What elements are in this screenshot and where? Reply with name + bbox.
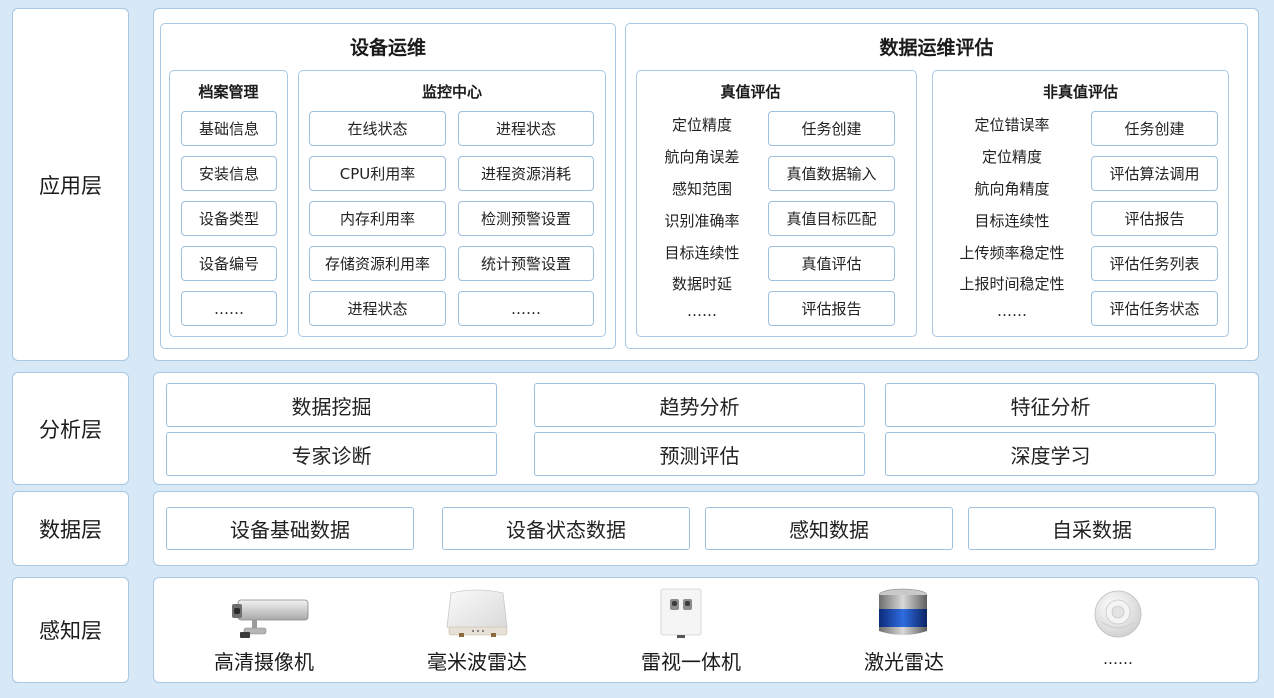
nontruth-action-task-status[interactable]: 评估任务状态 [1091,291,1218,326]
layer-label-panel-data [12,491,129,566]
truth-metric-6: 数据时延 [671,275,732,293]
truth-metric-5: 目标连续性 [664,244,740,262]
data-device-status[interactable]: 设备状态数据 [442,507,690,550]
analysis-trend[interactable]: 趋势分析 [534,383,865,427]
truth-metric-3: 感知范围 [671,180,732,198]
layer-label-perception: 感知层 [39,619,102,643]
layer-label-data: 数据层 [39,517,102,542]
device-label-camera: 高清摄像机 [214,650,314,674]
nontruth-metric-more: …… [997,302,1027,320]
data-self-collected[interactable]: 自采数据 [968,507,1216,550]
truth-action-evaluate[interactable]: 真值评估 [768,246,895,281]
truth-action-report[interactable]: 评估报告 [768,291,895,326]
analysis-data-mining[interactable]: 数据挖掘 [166,383,497,427]
truth-metric-2: 航向角误差 [664,148,740,166]
analysis-prediction[interactable]: 预测评估 [534,432,865,476]
smoke-detector-icon [1092,588,1144,640]
truth-action-match-target[interactable]: 真值目标匹配 [768,201,895,236]
archive-item-install-info[interactable]: 安装信息 [181,156,277,191]
archive-item-device-number[interactable]: 设备编号 [181,246,277,281]
nontruth-action-call-algorithm[interactable]: 评估算法调用 [1091,156,1218,191]
layer-label-panel-app [12,8,129,361]
nontruth-eval-title: 非真值评估 [1042,83,1118,101]
nontruth-metric-3: 航向角精度 [974,180,1050,198]
monitor-left-memory-usage[interactable]: 内存利用率 [309,201,446,236]
lidar-icon [876,587,930,639]
monitor-left-cpu-usage[interactable]: CPU利用率 [309,156,446,191]
layer-label-app: 应用层 [39,173,102,198]
perception-layer-panel [153,577,1259,683]
device-label-radar-video: 雷视一体机 [641,650,741,674]
device-label-mmwave: 毫米波雷达 [427,650,527,674]
truth-metric-1: 定位精度 [671,116,732,134]
monitor-right-process-status[interactable]: 进程状态 [458,111,594,146]
layer-label-analysis: 分析层 [39,417,102,442]
archive-title: 档案管理 [198,83,259,101]
truth-action-create-task[interactable]: 任务创建 [768,111,895,146]
layer-label-panel-analysis [12,372,129,485]
truth-metric-more: …… [687,302,717,320]
mmwave-radar-icon [441,587,513,643]
analysis-feature[interactable]: 特征分析 [885,383,1216,427]
device-ops-title: 设备运维 [349,37,426,59]
nontruth-action-task-list[interactable]: 评估任务列表 [1091,246,1218,281]
data-eval-title: 数据运维评估 [879,37,994,59]
monitor-left-process-status[interactable]: 进程状态 [309,291,446,326]
nontruth-action-report[interactable]: 评估报告 [1091,201,1218,236]
nontruth-metric-2: 定位精度 [981,148,1042,166]
nontruth-metric-5: 上传频率稳定性 [959,244,1065,262]
monitor-left-storage-usage[interactable]: 存储资源利用率 [309,246,446,281]
layer-label-panel-perception [12,577,129,683]
truth-metric-4: 识别准确率 [664,212,740,230]
monitor-right-stat-alert[interactable]: 统计预警设置 [458,246,594,281]
nontruth-metric-6: 上报时间稳定性 [959,275,1065,293]
data-device-basic[interactable]: 设备基础数据 [166,507,414,550]
archive-item-basic-info[interactable]: 基础信息 [181,111,277,146]
monitor-right-process-resource[interactable]: 进程资源消耗 [458,156,594,191]
analysis-expert-diagnosis[interactable]: 专家诊断 [166,432,497,476]
monitor-title: 监控中心 [421,83,482,101]
truth-action-input-data[interactable]: 真值数据输入 [768,156,895,191]
nontruth-metric-1: 定位错误率 [974,116,1050,134]
device-label-lidar: 激光雷达 [864,650,944,674]
archive-item-more[interactable]: …… [181,291,277,326]
monitor-left-online-status[interactable]: 在线状态 [309,111,446,146]
camera-icon [226,594,312,640]
monitor-right-more[interactable]: …… [458,291,594,326]
radar-video-unit-icon [659,587,703,639]
analysis-deep-learning[interactable]: 深度学习 [885,432,1216,476]
monitor-right-detect-alert[interactable]: 检测预警设置 [458,201,594,236]
archive-item-device-type[interactable]: 设备类型 [181,201,277,236]
nontruth-metric-4: 目标连续性 [974,212,1050,230]
truth-eval-title: 真值评估 [720,83,781,101]
data-perception[interactable]: 感知数据 [705,507,953,550]
device-label-more: …… [1103,650,1133,668]
nontruth-action-create-task[interactable]: 任务创建 [1091,111,1218,146]
